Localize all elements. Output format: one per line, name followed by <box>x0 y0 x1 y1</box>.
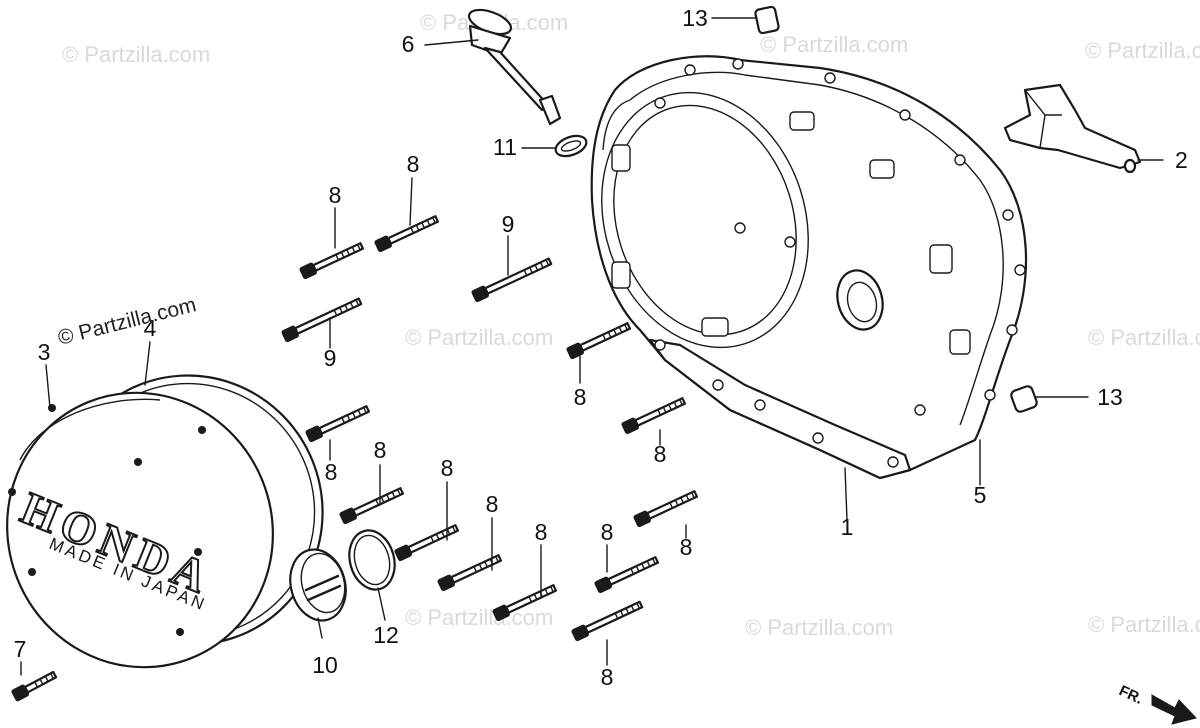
bolt[interactable] <box>633 488 699 528</box>
watermark: © Partzilla.com <box>745 615 893 640</box>
bolt[interactable] <box>374 213 440 253</box>
leader-lines <box>20 17 1164 676</box>
label-8: 8 <box>601 664 614 690</box>
bolt[interactable] <box>299 240 365 280</box>
bolt[interactable] <box>305 403 371 443</box>
label-9: 9 <box>502 211 515 237</box>
label-5: 5 <box>974 482 987 508</box>
o-ring-large[interactable] <box>343 525 401 594</box>
bolt[interactable] <box>492 582 558 622</box>
watermark: © Partzilla.com <box>405 605 553 630</box>
label-8: 8 <box>574 384 587 410</box>
outer-cover[interactable]: HONDA MADE IN JAPAN <box>0 353 314 708</box>
label-8: 8 <box>441 455 454 481</box>
oil-dipstick[interactable] <box>466 5 562 126</box>
label-8: 8 <box>329 182 342 208</box>
label-8: 8 <box>374 437 387 463</box>
label-8: 8 <box>535 519 548 545</box>
label-4: 4 <box>144 315 157 341</box>
cover-bracket[interactable] <box>1003 83 1142 174</box>
filler-plug[interactable] <box>283 543 354 627</box>
watermark: © Partzilla.com <box>1088 325 1200 350</box>
label-8: 8 <box>325 459 338 485</box>
crankcase-cover[interactable] <box>570 55 1028 480</box>
bolt[interactable] <box>394 522 460 562</box>
label-9: 9 <box>324 345 337 371</box>
callout-labels: 1 2 3 4 5 6 7 8 8 8 8 8 8 8 8 8 8 8 8 9 … <box>14 5 1188 690</box>
watermark: © Partzilla.com <box>405 325 553 350</box>
label-12: 12 <box>373 622 399 648</box>
watermark: © Partzilla.com <box>1088 612 1200 637</box>
bolt[interactable] <box>621 395 687 435</box>
direction-label: FR. <box>1116 682 1145 708</box>
label-8: 8 <box>407 151 420 177</box>
label-8: 8 <box>654 441 667 467</box>
watermark: © Partzilla.com <box>1085 38 1200 63</box>
watermark: © Partzilla.com <box>56 293 199 350</box>
arrow-icon <box>1151 694 1197 725</box>
label-2: 2 <box>1175 147 1188 173</box>
label-13: 13 <box>682 5 708 31</box>
bolt[interactable] <box>594 554 660 594</box>
label-7: 7 <box>14 636 27 662</box>
label-8: 8 <box>486 491 499 517</box>
bolt[interactable] <box>281 296 363 343</box>
bolt[interactable] <box>339 485 405 525</box>
label-8: 8 <box>680 534 693 560</box>
label-6: 6 <box>402 31 415 57</box>
label-10: 10 <box>312 652 338 678</box>
bolt[interactable] <box>11 669 58 702</box>
label-8: 8 <box>601 519 614 545</box>
label-1: 1 <box>841 514 854 540</box>
dowel-pin-top[interactable] <box>754 5 780 35</box>
bolt[interactable] <box>571 599 644 642</box>
o-ring-small[interactable] <box>553 132 589 160</box>
label-11: 11 <box>493 134 517 160</box>
label-3: 3 <box>38 339 51 365</box>
bolt[interactable] <box>471 256 553 303</box>
front-direction-indicator: FR. <box>1116 682 1197 725</box>
watermark: © Partzilla.com <box>760 32 908 57</box>
label-13: 13 <box>1097 384 1123 410</box>
bolt-group <box>11 213 699 702</box>
bolt[interactable] <box>437 552 503 592</box>
watermark: © Partzilla.com <box>62 42 210 67</box>
dowel-pin-right[interactable] <box>1010 385 1038 413</box>
bolt[interactable] <box>566 320 632 360</box>
